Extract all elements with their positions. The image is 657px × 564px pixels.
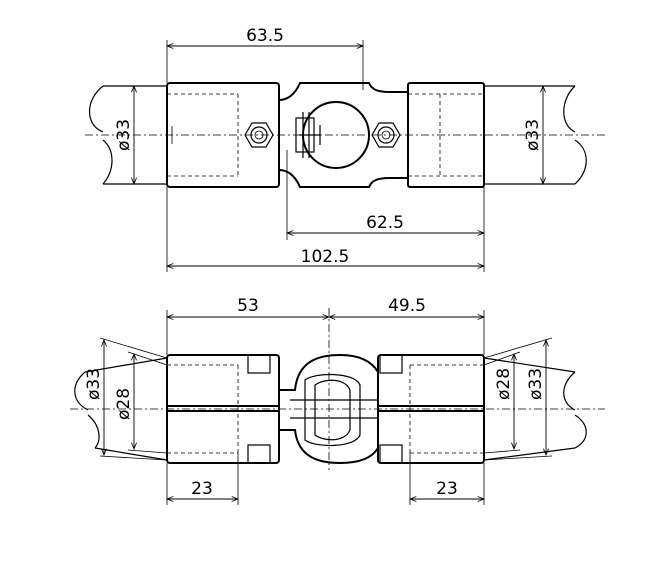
- diameter-outer-left: ø33: [84, 337, 168, 461]
- dimension-label-23-left: 23: [191, 479, 213, 499]
- diameter-label-left: ø33: [114, 119, 134, 151]
- right-pipe-bottom: [483, 357, 587, 461]
- diameter-label-right: ø33: [523, 119, 543, 151]
- diameter-inner-right: ø28: [483, 351, 521, 454]
- dimension-label-63-5: 63.5: [246, 26, 284, 46]
- dimension-23-right: 23: [410, 453, 484, 505]
- right-clamp-bottom: [377, 354, 485, 464]
- top-view: 63.5 62.5 102.5 ø33 ø33: [85, 26, 605, 272]
- dimension-23-left: 23: [167, 453, 238, 505]
- diameter-left: ø33: [114, 86, 167, 184]
- dimension-label-102-5: 102.5: [301, 247, 350, 267]
- diameter-right: ø33: [484, 86, 550, 184]
- dimension-label-53: 53: [237, 296, 259, 316]
- dimension-102-5: 102.5: [167, 187, 484, 272]
- right-hex-nut: [371, 122, 401, 148]
- bottom-view: 53 49.5 23 23 ø33: [70, 296, 605, 505]
- dimension-label-49-5: 49.5: [388, 296, 426, 316]
- diameter-label-outer-left: ø33: [84, 368, 104, 400]
- center-knuckle: [278, 82, 408, 188]
- right-clamp-body: [407, 82, 485, 188]
- dimension-53: 53: [167, 296, 329, 355]
- diameter-outer-right: ø33: [483, 337, 553, 461]
- left-clamp-body: [166, 82, 280, 188]
- diameter-label-inner-left: ø28: [114, 388, 134, 420]
- diameter-label-inner-right: ø28: [494, 368, 514, 400]
- diameter-inner-left: ø28: [114, 351, 168, 454]
- dimension-49-5: 49.5: [329, 296, 484, 355]
- dimension-63-5: 63.5: [167, 26, 363, 90]
- dimension-label-62-5: 62.5: [366, 213, 404, 233]
- left-clamp-bottom: [166, 354, 280, 464]
- left-hex-nut: [244, 122, 274, 148]
- dimension-label-23-right: 23: [436, 479, 458, 499]
- center-clevis: [279, 353, 379, 465]
- dimension-62-5: 62.5: [287, 150, 484, 272]
- diameter-label-outer-right: ø33: [526, 368, 546, 400]
